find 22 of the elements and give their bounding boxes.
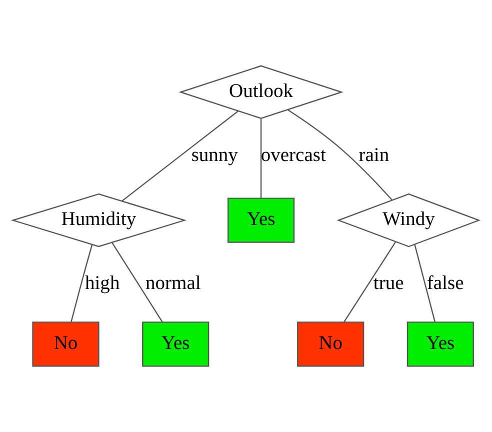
edge-label: overcast [260, 144, 326, 166]
connector [70, 244, 93, 322]
node-diamond: Humidity [10, 193, 187, 248]
edge-label: false [426, 272, 464, 294]
edge-label: rain [358, 144, 390, 166]
node-diamond: Outlook [178, 65, 344, 119]
connector [288, 109, 393, 201]
node-box: No [297, 322, 364, 367]
node-box: Yes [406, 322, 474, 367]
edge-label: true [373, 272, 404, 294]
node-box: Yes [227, 198, 295, 243]
node-box: Yes [142, 322, 210, 367]
node-box: No [32, 322, 100, 367]
node-diamond: Windy [336, 193, 481, 248]
connector [260, 118, 262, 198]
edge-label: high [85, 272, 120, 294]
edge-label: sunny [191, 144, 238, 166]
edge-label: normal [146, 272, 201, 294]
connector [414, 244, 436, 322]
connector [122, 110, 238, 202]
connector [112, 242, 163, 322]
connector [344, 242, 396, 322]
